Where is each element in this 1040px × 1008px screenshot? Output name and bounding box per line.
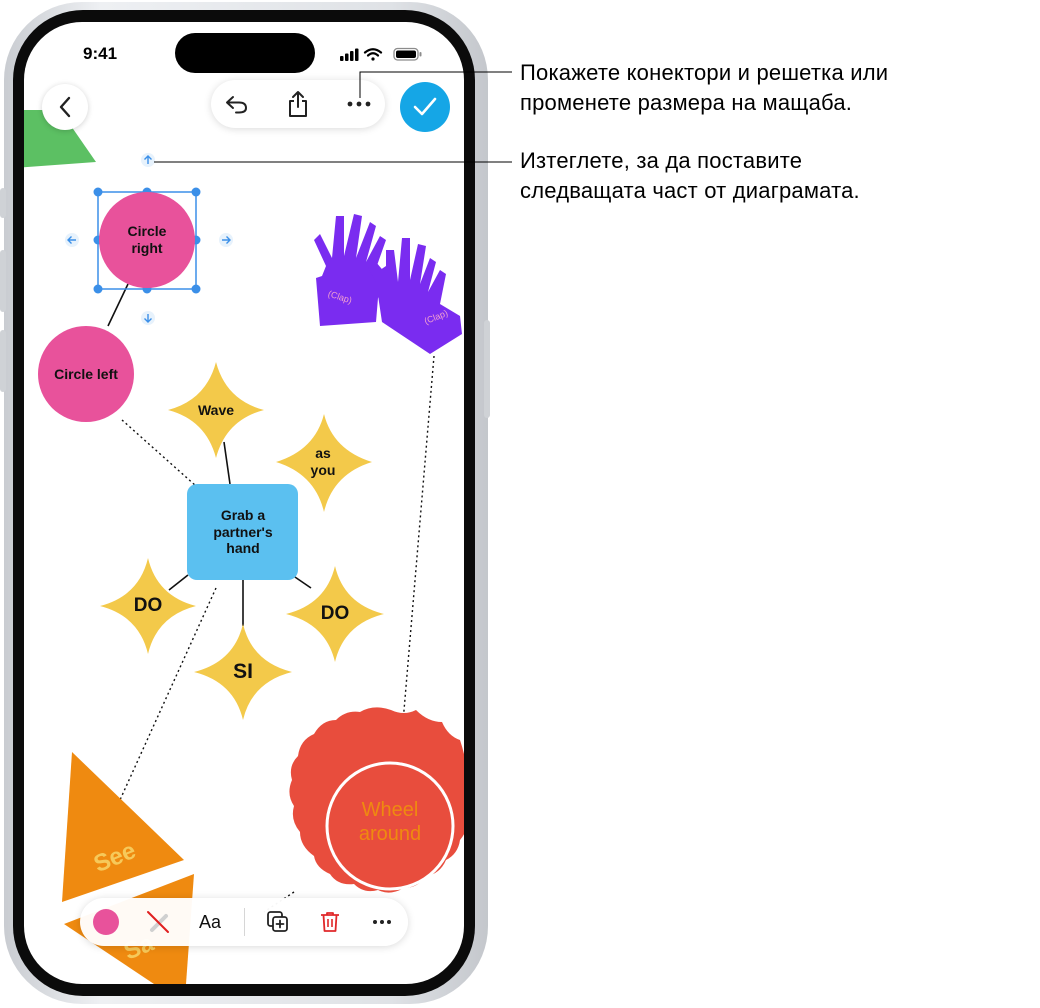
top-toolbar [211,80,385,128]
undo-button[interactable] [215,80,259,128]
star-do-left-shape[interactable] [100,558,196,654]
as-you-label: as you [310,445,336,478]
star-do-right-shape[interactable] [286,566,384,662]
star-as-you-shape[interactable] [276,414,372,512]
circle-right-shape[interactable] [99,192,195,288]
done-button[interactable] [400,82,450,132]
volume-up-button [0,250,6,312]
grab-hand-label: Grab a partner's hand [213,506,273,557]
green-arrow-shape[interactable] [24,110,96,168]
see-triangle-shape[interactable] [62,752,184,902]
duplicate-icon [267,911,288,932]
share-icon [289,91,307,117]
dynamic-island [175,33,315,73]
volume-down-button [0,330,6,392]
circle-right-label: Circle right [127,223,167,256]
phone-screen: Circle right Circle left Wave as you Gra… [24,22,464,984]
star-wave-shape[interactable] [168,362,264,458]
callout-connectors-line1: Покажете конектори и решетка или [520,60,889,85]
callout-drag-line2: следващата част от диаграмата. [520,178,860,203]
power-button [484,320,490,418]
action-button [0,188,6,218]
undo-icon [226,96,248,114]
back-button[interactable] [42,84,88,130]
share-button[interactable] [276,80,320,128]
wave-label: Wave [197,401,235,418]
wifi-icon [363,48,383,61]
battery-icon [393,47,422,61]
shape-format-bar: Aa [80,898,408,946]
callout-drag-next: Изтеглете, за да поставите следващата ча… [520,146,860,206]
circle-left-shape[interactable] [38,326,134,422]
connector-drag-arrows[interactable] [65,153,233,325]
trash-icon [321,912,339,932]
format-bar-divider [244,908,245,936]
grab-hand-shape[interactable] [187,484,298,580]
callout-connectors-grid: Покажете конектори и решетка или промене… [520,58,888,118]
fill-color-swatch [93,909,119,935]
freeform-canvas[interactable] [24,22,464,984]
format-more-button[interactable] [362,898,402,946]
ellipsis-icon [347,101,371,107]
text-format-button[interactable]: Aa [190,898,230,946]
circle-left-label: Circle left [54,365,118,382]
more-button[interactable] [337,80,381,128]
chevron-left-icon [59,96,71,118]
status-time: 9:41 [83,44,118,63]
text-format-label: Aa [198,911,222,932]
clapping-hands-shape[interactable] [314,214,462,354]
stroke-button[interactable] [138,898,178,946]
triangle-gap [53,859,199,915]
callout-connectors-line2: променете размера на мащаба. [520,90,853,115]
checkmark-icon [413,97,437,116]
wheel-around-label: Wheel around [358,799,422,845]
star-si-shape[interactable] [194,624,292,720]
delete-button[interactable] [310,898,350,946]
status-icons [340,47,422,61]
do-right-label: DO [320,602,350,624]
duplicate-button[interactable] [258,898,298,946]
no-stroke-icon [147,911,169,933]
callout-drag-line1: Изтеглете, за да поставите [520,148,803,173]
fill-color-button[interactable] [86,898,126,946]
cellular-signal-icon [340,48,359,61]
do-left-label: DO [133,594,163,616]
wheel-around-shape[interactable] [289,707,464,893]
ellipsis-icon [373,920,391,924]
si-label: SI [233,660,253,684]
